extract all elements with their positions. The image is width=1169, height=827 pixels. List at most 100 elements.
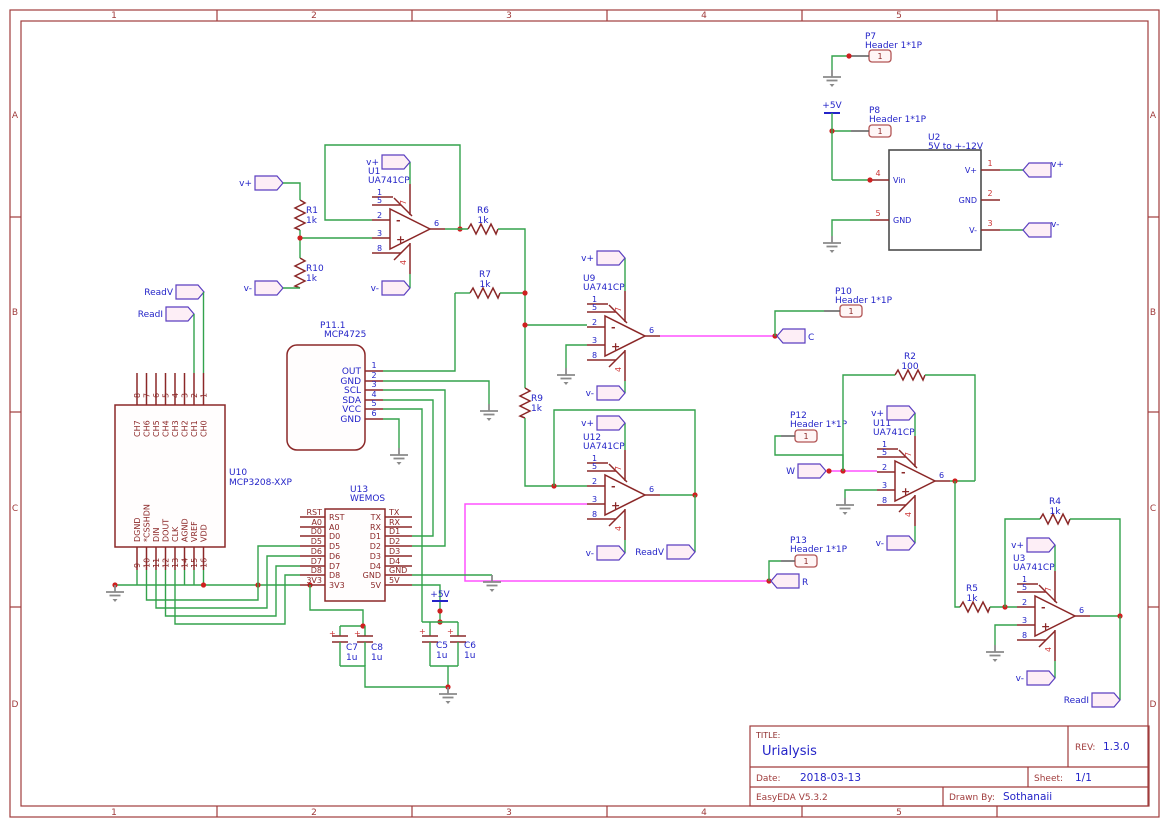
ground-symbol[interactable]: [438, 686, 458, 705]
opamp-u3[interactable]: U3 UA741CP 1 5 2 3 8 6 7 4 - + v+ v-: [1011, 537, 1091, 686]
wire[interactable]: [383, 389, 446, 547]
resistor-r5[interactable]: R5 1k: [959, 584, 991, 613]
resistor-r10[interactable]: R10 1k: [295, 258, 324, 288]
wire-highlighted[interactable]: [464, 503, 769, 582]
wire[interactable]: [174, 570, 300, 625]
ground-symbol[interactable]: [822, 69, 842, 88]
ground-symbol[interactable]: [822, 235, 842, 254]
wire[interactable]: [553, 409, 696, 495]
wire[interactable]: [842, 374, 895, 471]
wire[interactable]: [1004, 518, 1040, 607]
resistor-r2[interactable]: R2 100: [894, 352, 926, 381]
wire[interactable]: [309, 585, 364, 626]
resistor-r1[interactable]: R1 1k: [295, 200, 318, 230]
opamp-u1[interactable]: U1 UA741CP 1 5 2 3 8 6 7 4 - + v+ v-: [366, 154, 446, 296]
ground-symbol[interactable]: [835, 497, 855, 516]
wire[interactable]: [155, 555, 300, 609]
capacitor-c6[interactable]: + C6 1u: [447, 622, 476, 666]
wire[interactable]: [383, 293, 456, 372]
wire[interactable]: [524, 418, 587, 487]
resistor-r6[interactable]: R6 1k: [467, 206, 499, 235]
net-flag-vplus[interactable]: [596, 415, 626, 431]
wire[interactable]: [324, 144, 461, 229]
converter-u2[interactable]: U2 5V to +-12V 4 5 1 2 3 Vin GND V+ GND …: [822, 113, 1064, 254]
wire[interactable]: [383, 408, 423, 622]
opamp-u11[interactable]: U11 UA741CP 1 5 2 3 8 6 7 4 - + v+ v-: [871, 405, 951, 551]
pin-name: A0: [329, 523, 340, 532]
resistor-r4[interactable]: R4 1k: [1039, 497, 1071, 525]
net-flag-readv-out[interactable]: ReadV: [635, 544, 696, 560]
wire[interactable]: [774, 310, 824, 336]
ground-symbol[interactable]: [985, 644, 1005, 663]
capacitor-c8[interactable]: + C8 1u: [354, 626, 383, 666]
header-p7[interactable]: P7 Header 1*1P 1: [822, 32, 923, 88]
wire[interactable]: [768, 560, 781, 581]
date-value[interactable]: 2018-03-13: [800, 772, 861, 784]
opamp-u9[interactable]: U9 UA741CP 1 5 2 3 8 6 7 4 - + v+ v-: [581, 250, 661, 401]
header-p10[interactable]: P10 Header 1*1P 1: [774, 287, 893, 336]
pin-number: 6: [649, 485, 654, 494]
header-p12[interactable]: P12 Header 1*1P 1: [774, 411, 848, 471]
ground-symbol[interactable]: [556, 367, 576, 386]
pin-number: 1: [877, 127, 882, 136]
net-flag-vplus[interactable]: [1026, 537, 1056, 553]
wire[interactable]: [145, 545, 301, 601]
header-p8[interactable]: +5V P8 Header 1*1P 1: [822, 101, 927, 138]
wire[interactable]: [831, 55, 851, 70]
net-flag-vplus[interactable]: [381, 154, 411, 170]
opamp-u12[interactable]: U12 UA741CP 1 5 2 3 8 6 7 4 - + v+ v-: [581, 415, 661, 561]
pin-name: Vin: [893, 176, 906, 185]
power-flag-5v[interactable]: +5V: [430, 590, 451, 602]
ground-symbol[interactable]: [479, 403, 499, 422]
drawn-by-value[interactable]: Sothanaii: [1003, 791, 1052, 803]
ground-symbol[interactable]: [389, 447, 409, 466]
net-flag-vplus[interactable]: [1022, 162, 1052, 178]
wire[interactable]: [164, 565, 301, 617]
ground-symbol[interactable]: [105, 584, 125, 603]
net-flag-w[interactable]: W: [786, 463, 827, 479]
net-flag-vminus[interactable]: [381, 280, 411, 296]
wire[interactable]: [283, 182, 301, 200]
resistor-r7[interactable]: R7 1k: [469, 270, 501, 299]
pin-name: D1: [370, 532, 381, 541]
wire[interactable]: [994, 624, 1017, 645]
net-flag-readi-in[interactable]: ReadI: [138, 306, 195, 322]
net-flag-c[interactable]: C: [776, 328, 814, 344]
wire[interactable]: [831, 219, 870, 236]
wire[interactable]: [383, 418, 400, 448]
net-flag-r[interactable]: R: [770, 573, 808, 589]
wire[interactable]: [1070, 518, 1121, 616]
wire[interactable]: [383, 380, 490, 404]
header-p13[interactable]: P13 Header 1*1P 1: [768, 536, 848, 581]
net-flag-vplus-divider[interactable]: v+: [239, 175, 284, 191]
wire[interactable]: [498, 228, 526, 388]
net-flag-vplus[interactable]: [886, 405, 916, 421]
net-flag-vminus[interactable]: [1022, 222, 1052, 238]
sheet-value[interactable]: 1/1: [1075, 772, 1092, 784]
net-flag-vminus[interactable]: [596, 385, 626, 401]
net-flag-vplus[interactable]: [596, 250, 626, 266]
mcu-u13[interactable]: U13 WEMOS RST A0 D0 D5 D6 D7 D8 3V3 TX R…: [300, 485, 412, 602]
schematic-title[interactable]: Urialysis: [762, 744, 817, 759]
resistor-r9[interactable]: R9 1k: [520, 388, 543, 418]
adc-u10[interactable]: U10 MCP3208-XXP 8 7 6 5 4 3 2 1 CH7 CH6 …: [114, 373, 293, 570]
title-block[interactable]: TITLE: Urialysis REV: 1.3.0 Date: 2018-0…: [749, 725, 1150, 807]
rev-value[interactable]: 1.3.0: [1103, 741, 1130, 753]
wire[interactable]: [565, 344, 587, 368]
wire[interactable]: [954, 481, 960, 608]
dac-p11[interactable]: P11.1 MCP4725 1 2 3 4 5 6 OUT GND SCL SD…: [286, 321, 383, 451]
wire[interactable]: [844, 489, 877, 498]
net-flag-vminus[interactable]: [886, 535, 916, 551]
capacitor-c7[interactable]: + C7 1u: [329, 626, 358, 666]
net-flag-readv-in[interactable]: ReadV: [144, 284, 205, 300]
net-flag-vminus[interactable]: [596, 545, 626, 561]
capacitor-c5[interactable]: + C5 1u: [419, 622, 448, 666]
net-flag-vminus[interactable]: [1026, 670, 1056, 686]
ground-symbol[interactable]: [482, 574, 502, 593]
net-flag-vminus-divider[interactable]: v-: [244, 280, 284, 296]
wire[interactable]: [340, 665, 448, 688]
wire[interactable]: [925, 374, 976, 481]
inverting-input-sign: -: [611, 321, 616, 334]
net-flag-readi-out[interactable]: ReadI: [1064, 692, 1121, 708]
